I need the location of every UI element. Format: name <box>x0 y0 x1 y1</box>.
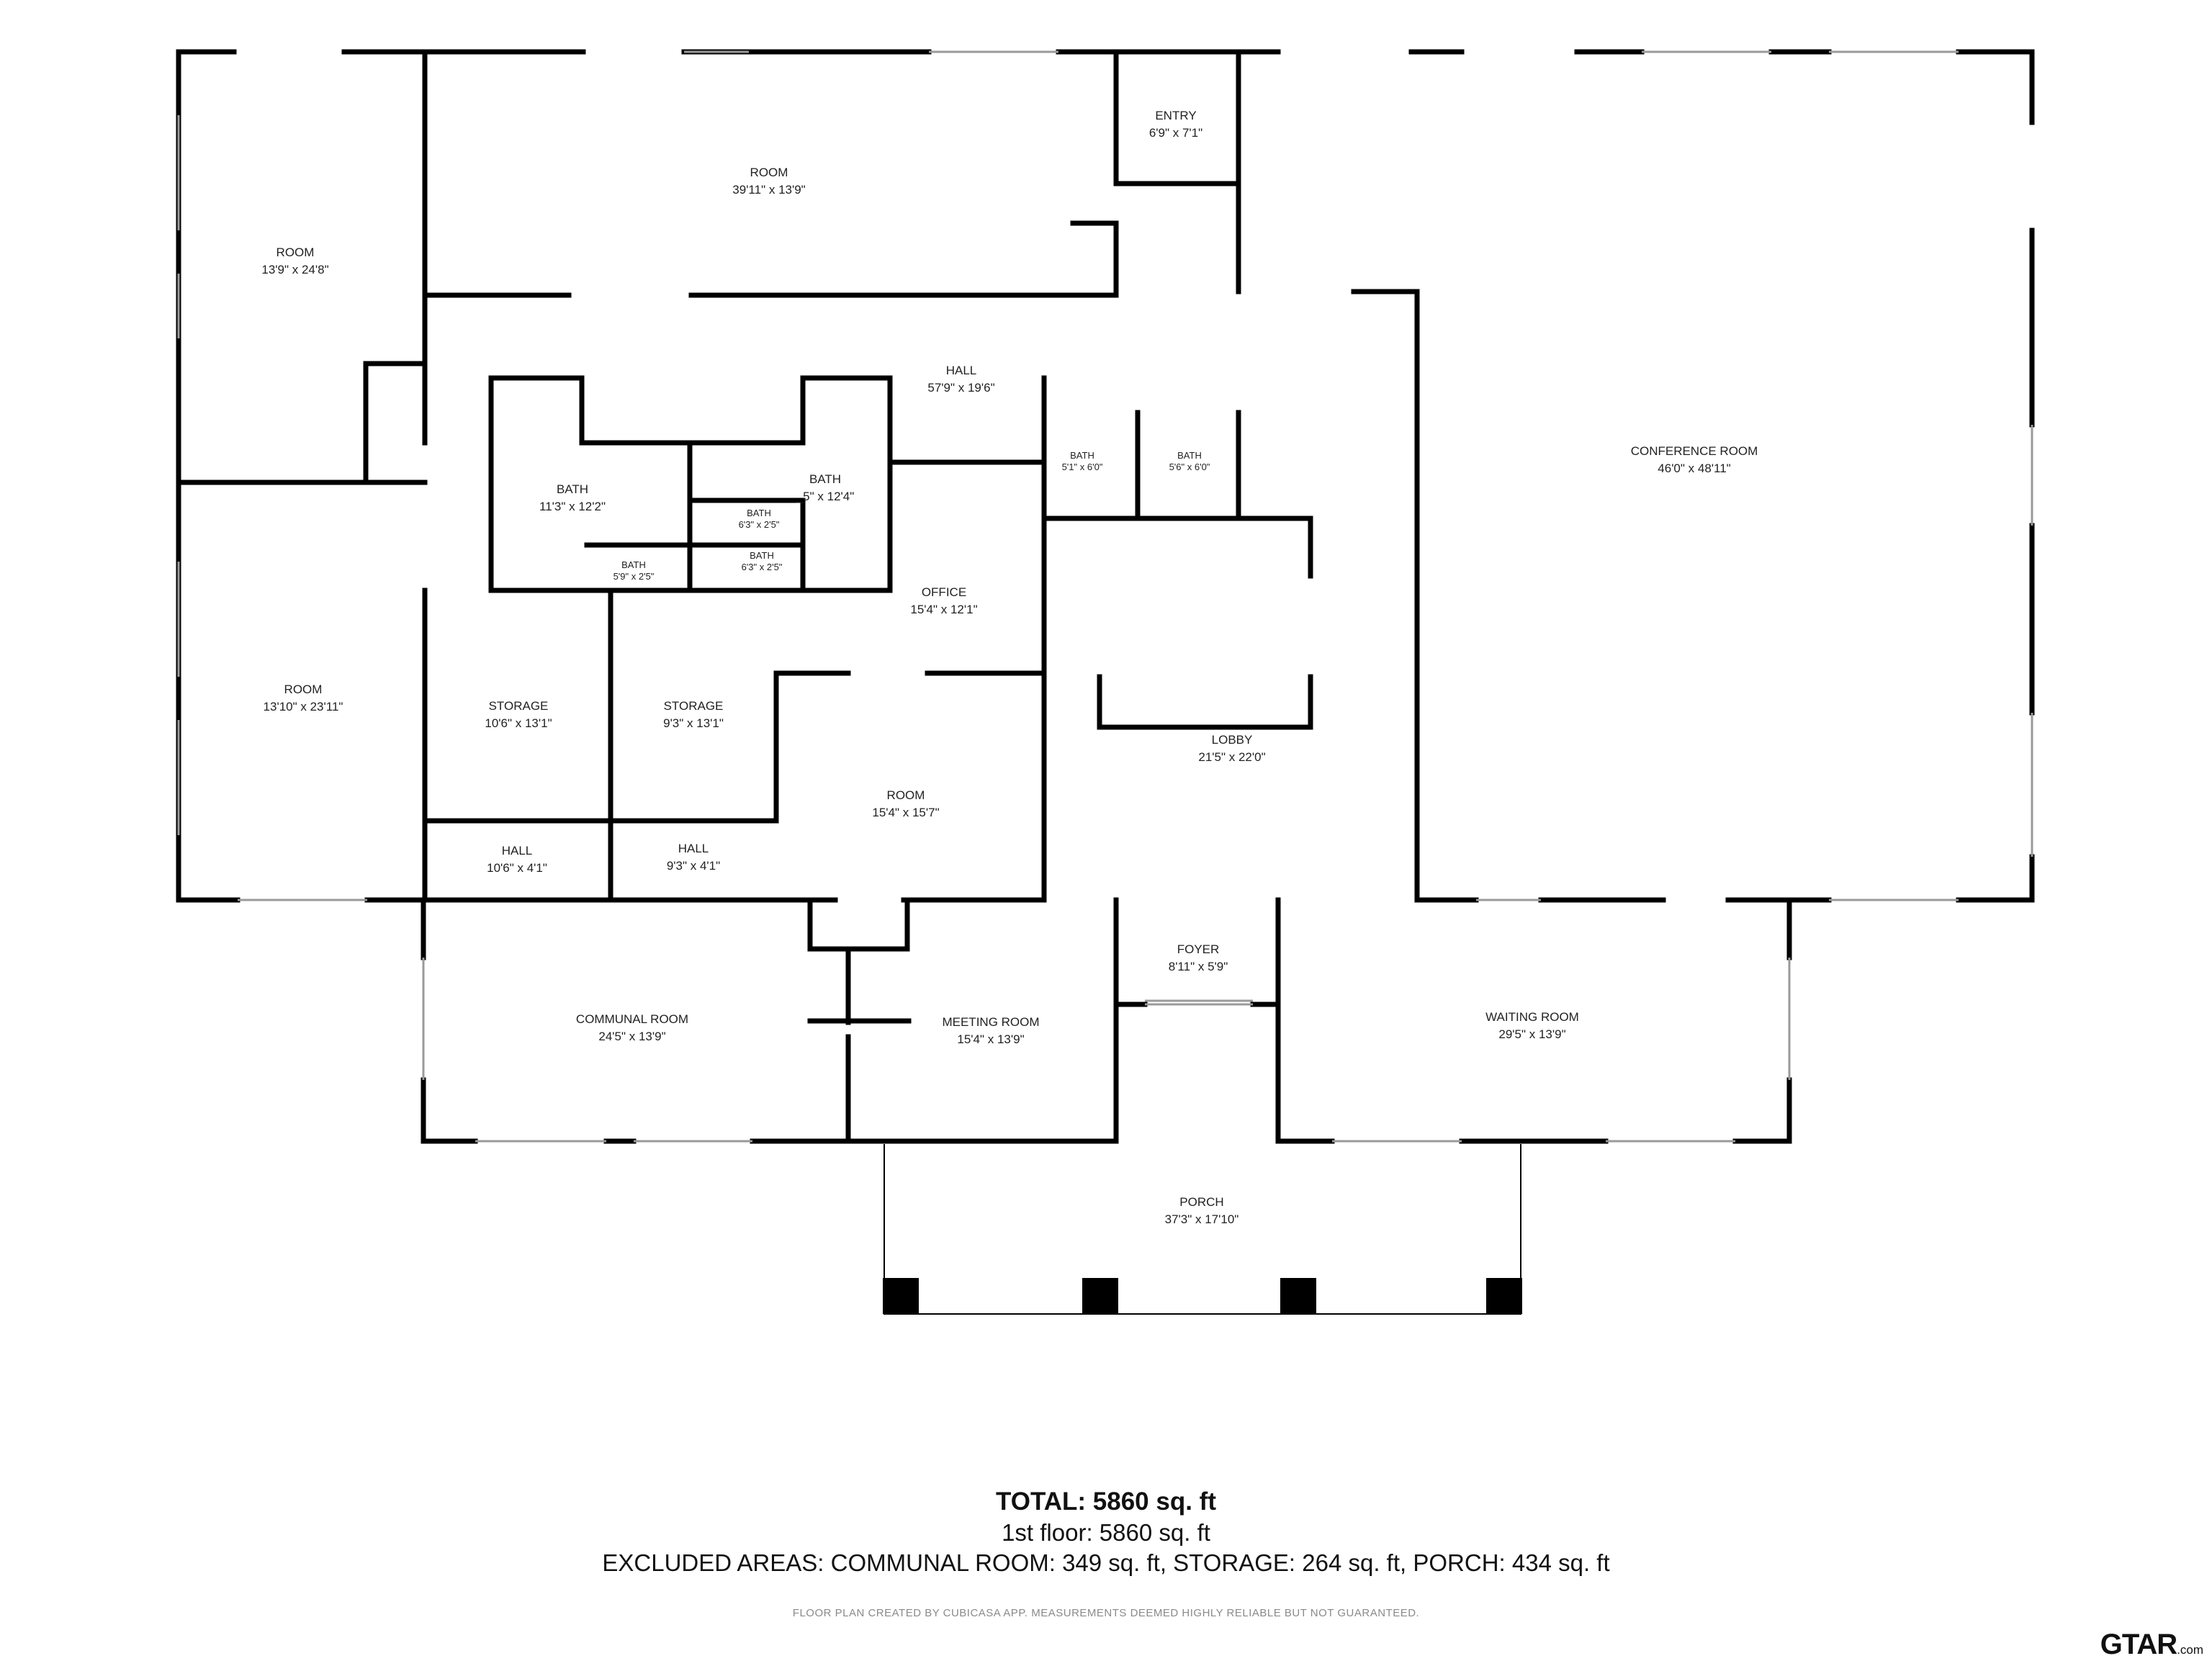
bath-2-dimensions: _5" x 12'4" <box>796 490 855 503</box>
communal-room-label: COMMUNAL ROOM <box>576 1012 688 1026</box>
wall <box>421 897 1119 1144</box>
wall <box>1041 410 1313 579</box>
bath-4-dimensions: 6'3" x 2'5" <box>742 562 783 572</box>
disclaimer: FLOOR PLAN CREATED BY CUBICASA APP. MEAS… <box>792 1607 1420 1619</box>
hall-1-dimensions: 10'6" x 4'1" <box>487 861 547 875</box>
window <box>1145 999 1253 1006</box>
porch-column <box>1486 1278 1522 1314</box>
total-area: TOTAL: 5860 sq. ft <box>996 1487 1216 1516</box>
wall <box>807 947 912 1144</box>
lobby-dimensions: 21'5" x 22'0" <box>1198 750 1265 764</box>
room-nw-dimensions: 13'9" x 24'8" <box>261 263 328 276</box>
wall <box>807 897 910 952</box>
entry-dimensions: 6'9" x 7'1" <box>1149 126 1202 140</box>
bath-1-dimensions: 11'3" x 12'2" <box>539 500 606 513</box>
bath-4-label: BATH <box>750 550 774 561</box>
bath-6-dimensions: 5'1" x 6'0" <box>1062 462 1103 472</box>
logo-suffix: .com <box>2177 1643 2203 1657</box>
office-dimensions: 15'4" x 12'1" <box>910 603 977 616</box>
foyer-dimensions: 8'11" x 5'9" <box>1169 960 1228 973</box>
storage-1-label: STORAGE <box>489 699 549 713</box>
hall-main-dimensions: 57'9" x 19'6" <box>927 381 994 395</box>
hall-2-dimensions: 9'3" x 4'1" <box>667 859 720 873</box>
room-center-label: ROOM <box>887 788 925 802</box>
foyer-label: FOYER <box>1177 942 1220 956</box>
room-center-dimensions: 15'4" x 15'7" <box>872 806 939 819</box>
room-west-dimensions: 13'10" x 23'11" <box>264 700 343 714</box>
hall-main-label: HALL <box>946 364 977 377</box>
gtar-logo: GTAR.com <box>2100 1629 2203 1661</box>
lobby-label: LOBBY <box>1212 733 1253 747</box>
bath-3-dimensions: 6'3" x 2'5" <box>739 519 780 530</box>
bath-3-label: BATH <box>747 508 771 518</box>
walls <box>176 49 2035 1315</box>
wall <box>488 375 893 593</box>
porch-column <box>1082 1278 1118 1314</box>
bath-6-label: BATH <box>1070 450 1094 461</box>
room-west-label: ROOM <box>284 683 323 696</box>
storage-2-dimensions: 9'3" x 13'1" <box>663 716 724 730</box>
conference-room-label: CONFERENCE ROOM <box>1631 444 1758 458</box>
room-nw-label: ROOM <box>276 246 315 259</box>
bath-5-dimensions: 5'9" x 2'5" <box>613 571 655 582</box>
porch-column <box>1280 1278 1316 1314</box>
bath-2-label: BATH <box>809 472 841 486</box>
storage-2-label: STORAGE <box>664 699 724 713</box>
floor-area: 1st floor: 5860 sq. ft <box>1002 1519 1210 1546</box>
logo-main: GTAR <box>2100 1629 2177 1660</box>
wall <box>884 1144 1521 1315</box>
bath-7-dimensions: 5'6" x 6'0" <box>1169 462 1210 472</box>
wall <box>584 440 806 593</box>
window <box>422 958 1791 1080</box>
office-label: OFFICE <box>922 585 966 599</box>
bath-7-label: BATH <box>1177 450 1202 461</box>
storage-1-dimensions: 10'6" x 13'1" <box>485 716 552 730</box>
hall-2-label: HALL <box>678 842 709 855</box>
waiting-room-dimensions: 29'5" x 13'9" <box>1498 1027 1565 1041</box>
room-north-dimensions: 39'11" x 13'9" <box>732 183 805 197</box>
wall <box>363 361 428 485</box>
bath-1-label: BATH <box>557 482 588 496</box>
excluded-areas: EXCLUDED AREAS: COMMUNAL ROOM: 349 sq. f… <box>602 1549 1610 1576</box>
meeting-room-label: MEETING ROOM <box>942 1015 1039 1029</box>
waiting-room-label: WAITING ROOM <box>1485 1010 1579 1024</box>
meeting-room-dimensions: 15'4" x 13'9" <box>957 1032 1024 1046</box>
conference-room-dimensions: 46'0" x 48'11" <box>1658 462 1730 475</box>
entry-label: ENTRY <box>1155 109 1196 122</box>
porch-column <box>883 1278 919 1314</box>
bath-5-label: BATH <box>621 559 646 570</box>
room-north-label: ROOM <box>750 166 788 179</box>
porch-dimensions: 37'3" x 17'10" <box>1165 1212 1239 1226</box>
wall <box>1236 49 1420 903</box>
wall <box>422 220 1119 298</box>
hall-1-label: HALL <box>502 844 533 857</box>
wall <box>1097 674 1313 730</box>
communal-room-dimensions: 24'5" x 13'9" <box>598 1030 665 1043</box>
porch-label: PORCH <box>1179 1195 1223 1209</box>
porch-columns <box>883 1278 1522 1314</box>
room-labels: ROOM 13'9" x 24'8" ROOM 39'11" x 13'9" ENTRY… <box>261 109 1758 1226</box>
wall <box>422 588 779 903</box>
windows <box>177 50 2033 1143</box>
wall <box>1113 897 1792 1144</box>
